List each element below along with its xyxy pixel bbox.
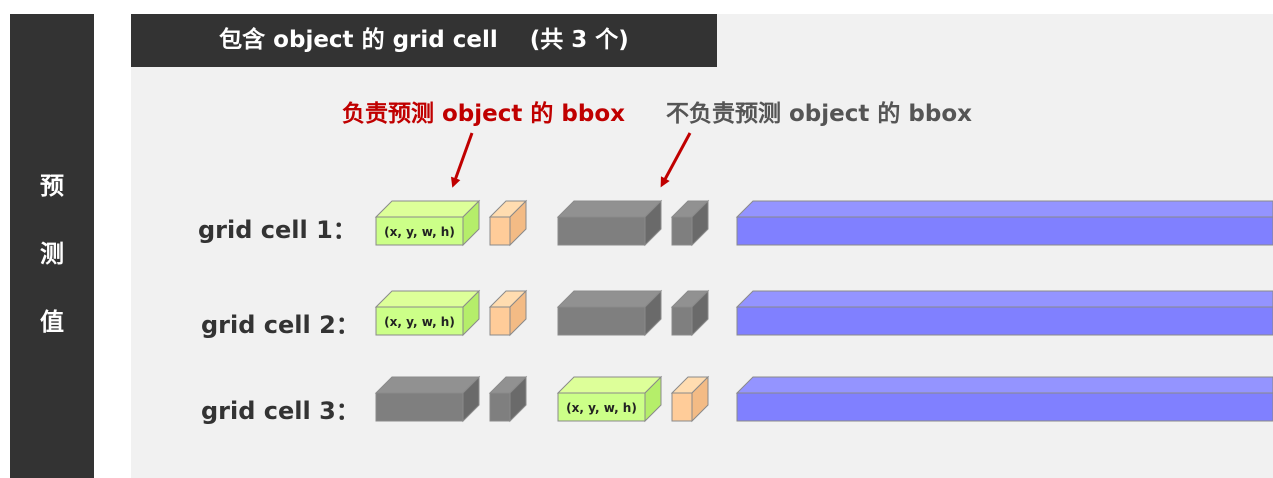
bbox-coordinates-row-2: (x, y, w, h) <box>384 315 455 329</box>
side-label-char-2: 测 <box>40 240 64 268</box>
confidence-box-not-responsible-row-3 <box>488 375 528 423</box>
header-bar: 包含 object 的 grid cell (共 3 个) <box>131 14 717 67</box>
row-label-grid-cell-2: grid cell 2： <box>201 311 360 339</box>
bbox-box-responsible-row-1 <box>374 199 481 247</box>
responsible-arrow <box>450 132 474 188</box>
bbox-box-responsible-row-2 <box>374 289 481 337</box>
rows-layer: (x, y, w, h) (x, y, w, h) (x, y, w, h) <box>374 199 1273 423</box>
confidence-box-responsible-row-1 <box>488 199 528 247</box>
not-responsible-arrow <box>660 132 692 188</box>
side-label-char-3: 值 <box>40 308 64 336</box>
row-label-grid-cell-1: grid cell 1： <box>198 216 357 244</box>
row-label-grid-cell-3: grid cell 3： <box>201 397 360 425</box>
class-probability-bar-row-2 <box>735 290 1273 336</box>
bbox-box-not-responsible-row-2 <box>556 289 663 337</box>
bbox-box-not-responsible-row-3 <box>374 375 481 423</box>
class-probability-bar-row-1 <box>735 200 1273 246</box>
bbox-box-not-responsible-row-1 <box>556 199 663 247</box>
bbox-coordinates-row-3: (x, y, w, h) <box>566 401 637 415</box>
confidence-box-responsible-row-3 <box>670 375 710 423</box>
bbox-box-responsible-row-3 <box>556 375 663 423</box>
side-panel: 预 测 值 <box>10 14 94 478</box>
class-probability-bar-row-3 <box>735 376 1273 422</box>
bbox-coordinates-row-1: (x, y, w, h) <box>384 225 455 239</box>
header-title: 包含 object 的 grid cell (共 3 个) <box>219 27 629 53</box>
not-responsible-annotation: 不负责预测 object 的 bbox <box>666 101 972 127</box>
responsible-annotation: 负责预测 object 的 bbox <box>342 101 625 127</box>
confidence-box-not-responsible-row-2 <box>670 289 710 337</box>
confidence-box-responsible-row-2 <box>488 289 528 337</box>
confidence-box-not-responsible-row-1 <box>670 199 710 247</box>
side-label-char-1: 预 <box>40 172 64 200</box>
